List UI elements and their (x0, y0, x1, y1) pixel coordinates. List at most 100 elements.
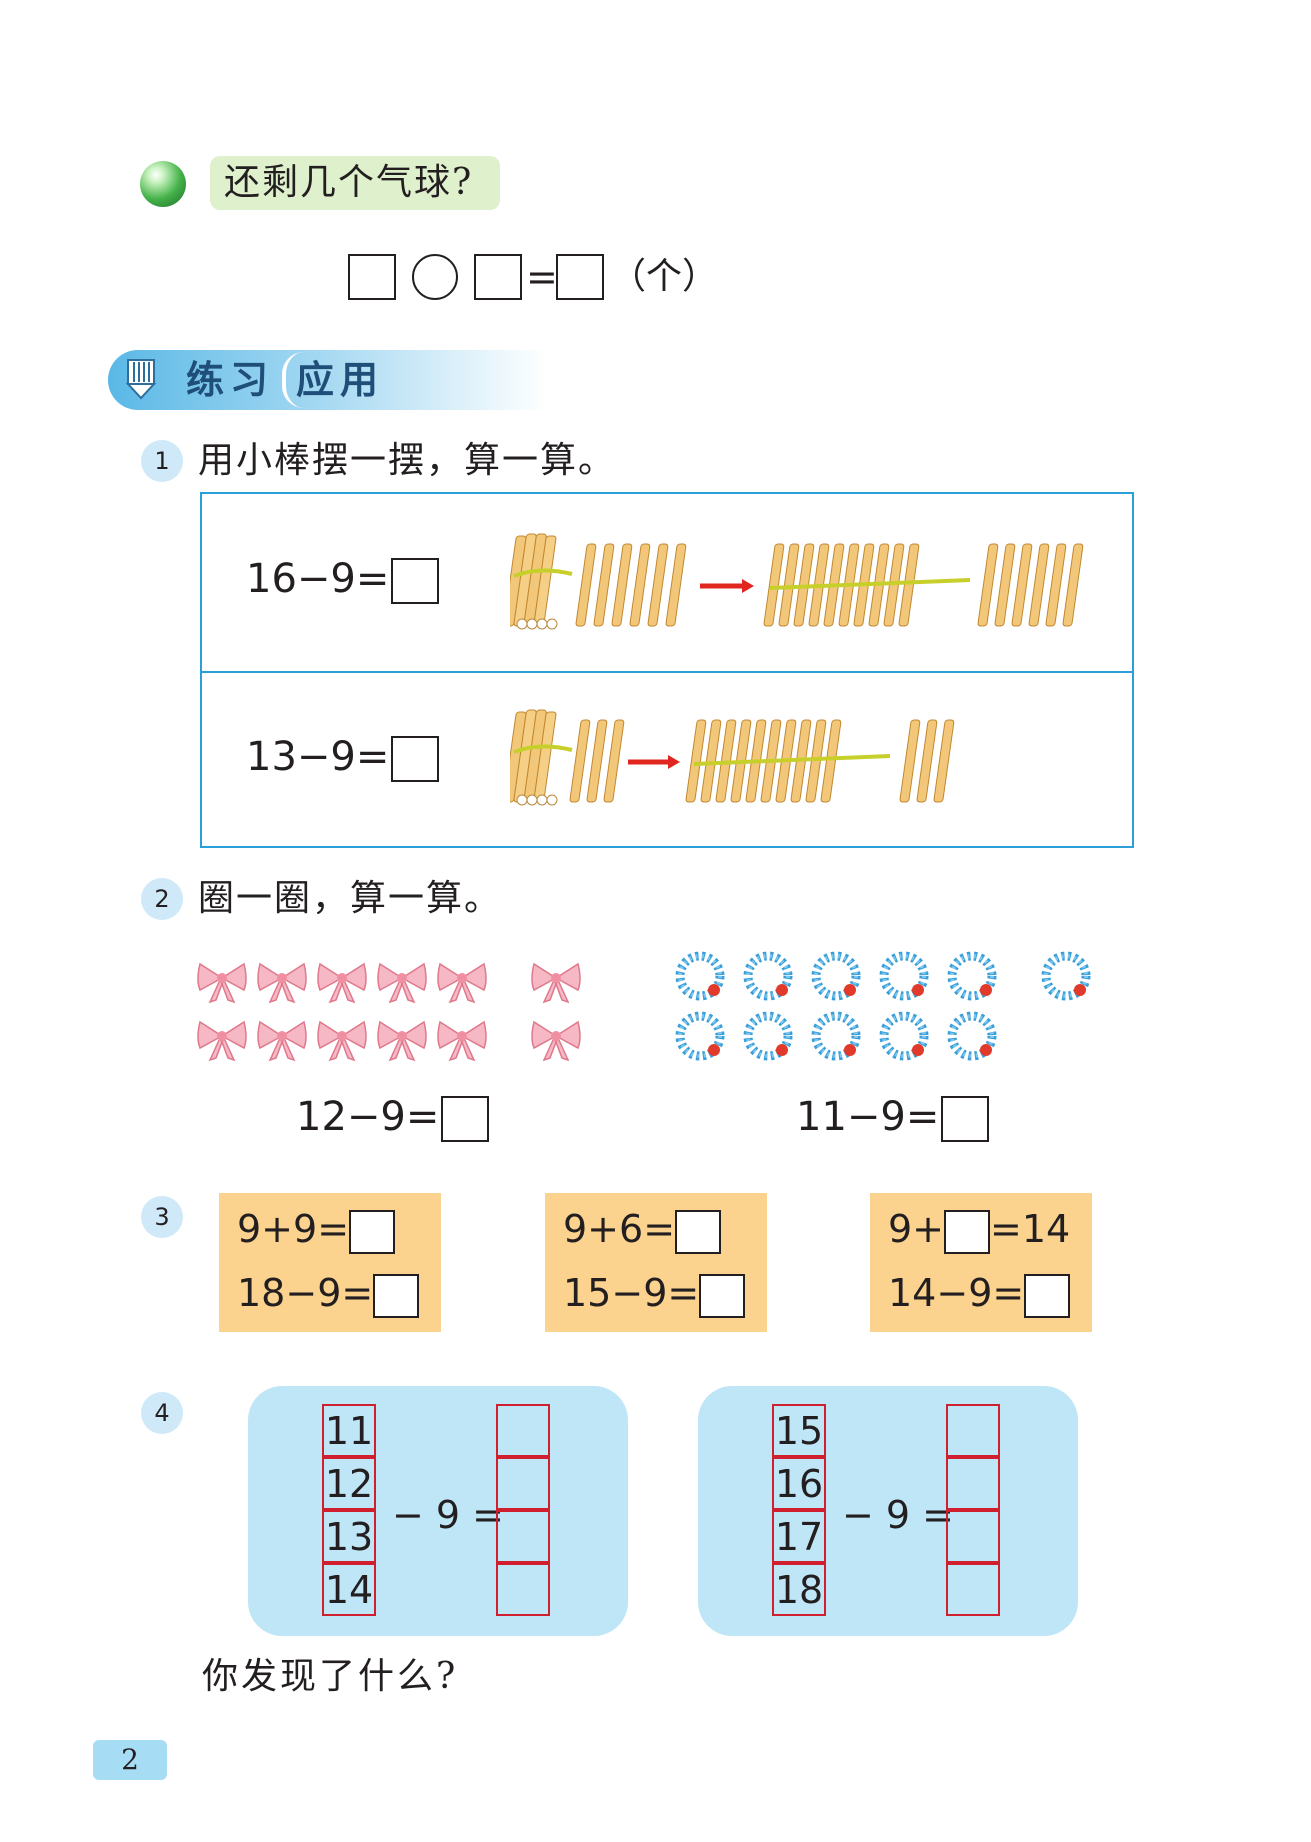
minuend-cell: 18 (772, 1563, 826, 1616)
table-divider (202, 671, 1132, 673)
ex2-right-equation: 11−9= (796, 1094, 990, 1142)
loose-sticks-group (569, 719, 625, 803)
answer-cell[interactable] (496, 1563, 550, 1616)
pencil-icon (124, 358, 158, 400)
answer-box[interactable] (474, 254, 522, 300)
expression: 9+6= (563, 1207, 676, 1251)
answer-box[interactable] (441, 1096, 490, 1142)
answer-box[interactable] (675, 1209, 722, 1254)
section-header (108, 350, 548, 410)
bundle-of-ten-icon (510, 533, 573, 630)
equals-sign: = (526, 255, 558, 299)
bow-icon (531, 963, 581, 1003)
tab-divider (282, 352, 304, 408)
sticks-table (200, 492, 1134, 848)
answer-box[interactable] (348, 254, 396, 300)
operator-circle[interactable] (412, 254, 458, 300)
loose-sticks-group (575, 543, 687, 627)
answer-box[interactable] (556, 254, 604, 300)
bow-icon (197, 963, 247, 1003)
question-text: 还剩几个气球? (224, 162, 474, 203)
minuend-cell: 14 (322, 1563, 376, 1616)
exercise-2-instruction: 圈一圈，算一算。 (198, 878, 503, 919)
answer-box[interactable] (349, 1209, 396, 1254)
minuend-cell: 16 (772, 1457, 826, 1510)
expression: 16−9= (246, 556, 390, 602)
expression: 9+9= (237, 1207, 350, 1251)
bow-icon (317, 1021, 367, 1061)
bow-icon (437, 1021, 487, 1061)
answer-box[interactable] (391, 736, 440, 782)
equation-line: 9+6= (563, 1207, 722, 1254)
bead-ring-icon (816, 1016, 856, 1056)
unit-label: （个） (610, 256, 719, 297)
bead-ring-icon (884, 1016, 924, 1056)
answer-cell[interactable] (946, 1510, 1000, 1563)
untied-sticks-group (763, 543, 1084, 627)
ex3-card-2: 9+6= 15−9= (545, 1193, 767, 1332)
answer-cell[interactable] (946, 1404, 1000, 1457)
expression: 13−9= (246, 734, 390, 780)
question-banner (210, 156, 500, 210)
expression: 9+ (888, 1207, 945, 1251)
bow-icon (197, 1021, 247, 1061)
exercise-1-instruction: 用小棒摆一摆，算一算。 (198, 440, 617, 481)
bow-icon (437, 963, 487, 1003)
expression-tail: =14 (990, 1207, 1071, 1251)
bows-illustration (197, 963, 581, 1061)
exercise-number-3: 3 (141, 1196, 183, 1238)
answer-box[interactable] (1024, 1273, 1071, 1318)
ex3-card-3: 9+ =14 14−9= (870, 1193, 1092, 1332)
sticks-illustration-2 (510, 709, 955, 806)
equation-line: 15−9= (563, 1271, 746, 1318)
answer-cell[interactable] (496, 1510, 550, 1563)
page-number: 2 (93, 1740, 167, 1780)
answer-box[interactable] (373, 1273, 420, 1318)
bead-ring-icon (748, 956, 788, 996)
bead-rings-illustration (670, 946, 1100, 1070)
bundle-of-ten-icon (510, 709, 573, 806)
minuend-cell: 15 (772, 1404, 826, 1457)
sticks-illustration-1 (510, 533, 1084, 630)
bead-ring-icon (884, 956, 924, 996)
answer-box[interactable] (944, 1209, 991, 1254)
green-ball-icon (140, 161, 186, 207)
bead-ring-icon (680, 1016, 720, 1056)
answer-box[interactable] (941, 1096, 990, 1142)
minuend-cell: 17 (772, 1510, 826, 1563)
minuend-cell: 12 (322, 1457, 376, 1510)
minuend-cell: 13 (322, 1510, 376, 1563)
exercise-number-1: 1 (141, 440, 183, 482)
red-arrow-icon (628, 755, 680, 769)
ex1-row2-equation: 13−9= (246, 734, 440, 782)
bead-ring-icon (748, 1016, 788, 1056)
discovery-question: 你发现了什么? (202, 1656, 459, 1697)
bow-icon (257, 1021, 307, 1061)
bow-icon (377, 963, 427, 1003)
bead-ring-icon (1046, 956, 1086, 996)
answer-cell[interactable] (496, 1457, 550, 1510)
expression: 11−9= (796, 1094, 940, 1140)
tab-application[interactable]: 应用 (296, 358, 385, 402)
answer-box[interactable] (391, 558, 440, 604)
expression: 18−9= (237, 1271, 374, 1315)
ex2-left-equation: 12−9= (296, 1094, 490, 1142)
tab-practice[interactable]: 练习 (186, 358, 275, 402)
exercise-number-2: 2 (141, 878, 183, 920)
answer-cell[interactable] (946, 1457, 1000, 1510)
minuend-cell: 11 (322, 1404, 376, 1457)
answer-cell[interactable] (496, 1404, 550, 1457)
bow-icon (531, 1021, 581, 1061)
answer-box[interactable] (699, 1273, 746, 1318)
equation-line: 9+9= (237, 1207, 396, 1254)
equation-line: 9+ =14 (888, 1207, 1070, 1254)
bead-ring-icon (816, 956, 856, 996)
ex4-panel-left: 11 12 13 14 − 9 = (248, 1386, 628, 1636)
answer-cell[interactable] (946, 1563, 1000, 1616)
red-arrow-icon (700, 579, 754, 593)
bow-icon (257, 963, 307, 1003)
ex3-card-1: 9+9= 18−9= (219, 1193, 441, 1332)
bead-ring-icon (952, 956, 992, 996)
exercise-number-4: 4 (141, 1392, 183, 1434)
equation-line: 14−9= (888, 1271, 1071, 1318)
